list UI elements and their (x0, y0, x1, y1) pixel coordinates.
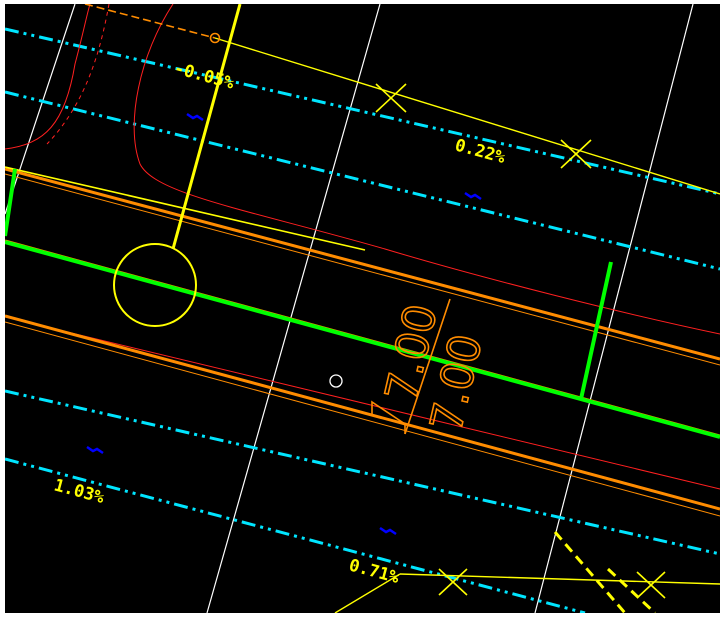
centerline-tick (5, 168, 17, 237)
edge-lines (5, 4, 720, 490)
grid-lines (5, 4, 694, 613)
station-leader (371, 400, 406, 434)
x-marker-icon[interactable] (375, 83, 407, 113)
centerline (5, 168, 720, 439)
grid-line (5, 4, 76, 215)
contour-line (5, 457, 586, 613)
centerline-segment (5, 240, 720, 439)
contour-lines (5, 27, 720, 613)
contour-line (5, 389, 720, 556)
contour-line (5, 27, 720, 196)
flow-arrow-icon (86, 445, 104, 455)
slope-label: 0.22% (453, 136, 508, 169)
x-marker-icon[interactable] (636, 571, 666, 599)
property-line (399, 573, 720, 585)
curb-line (5, 167, 720, 361)
node-circle[interactable] (209, 32, 221, 44)
property-lines (171, 4, 720, 613)
slope-label: -0.05% (172, 59, 237, 94)
flow-arrow-icon (379, 526, 397, 536)
station-marker: 7.00 7.00 (371, 298, 494, 437)
station-leader (404, 298, 451, 435)
centerline-tick (579, 261, 613, 400)
flow-arrow-icon (464, 191, 482, 201)
property-line (171, 4, 242, 250)
cad-drawing[interactable]: -0.05% 0.22% 1.03% 0.71% 7.00 7.00 (5, 4, 720, 613)
grid-line (206, 4, 381, 613)
property-line (553, 531, 627, 613)
property-line (606, 567, 657, 613)
property-line (214, 37, 720, 195)
slope-label: 0.71% (347, 556, 402, 589)
property-line (334, 573, 401, 613)
flow-arrow-icon (186, 112, 204, 122)
red-dashed-line (46, 4, 110, 145)
curb-line (5, 321, 720, 517)
x-marker-icons (375, 83, 666, 599)
curb-line (5, 314, 720, 511)
cad-drawing-canvas[interactable]: -0.05% 0.22% 1.03% 0.71% 7.00 7.00 (5, 4, 720, 613)
x-marker-icon[interactable] (438, 568, 468, 596)
edge-line (5, 4, 91, 150)
manhole-circle[interactable] (113, 243, 197, 327)
small-node-circle[interactable] (329, 374, 343, 388)
edge-line (5, 316, 720, 490)
x-marker-icon[interactable] (560, 139, 592, 169)
curb-line (5, 173, 720, 366)
slope-label: 1.03% (52, 476, 107, 509)
orange-dashed-line (84, 4, 216, 39)
grid-line (534, 4, 694, 613)
edge-line (133, 4, 720, 335)
flow-arrows (86, 112, 482, 536)
